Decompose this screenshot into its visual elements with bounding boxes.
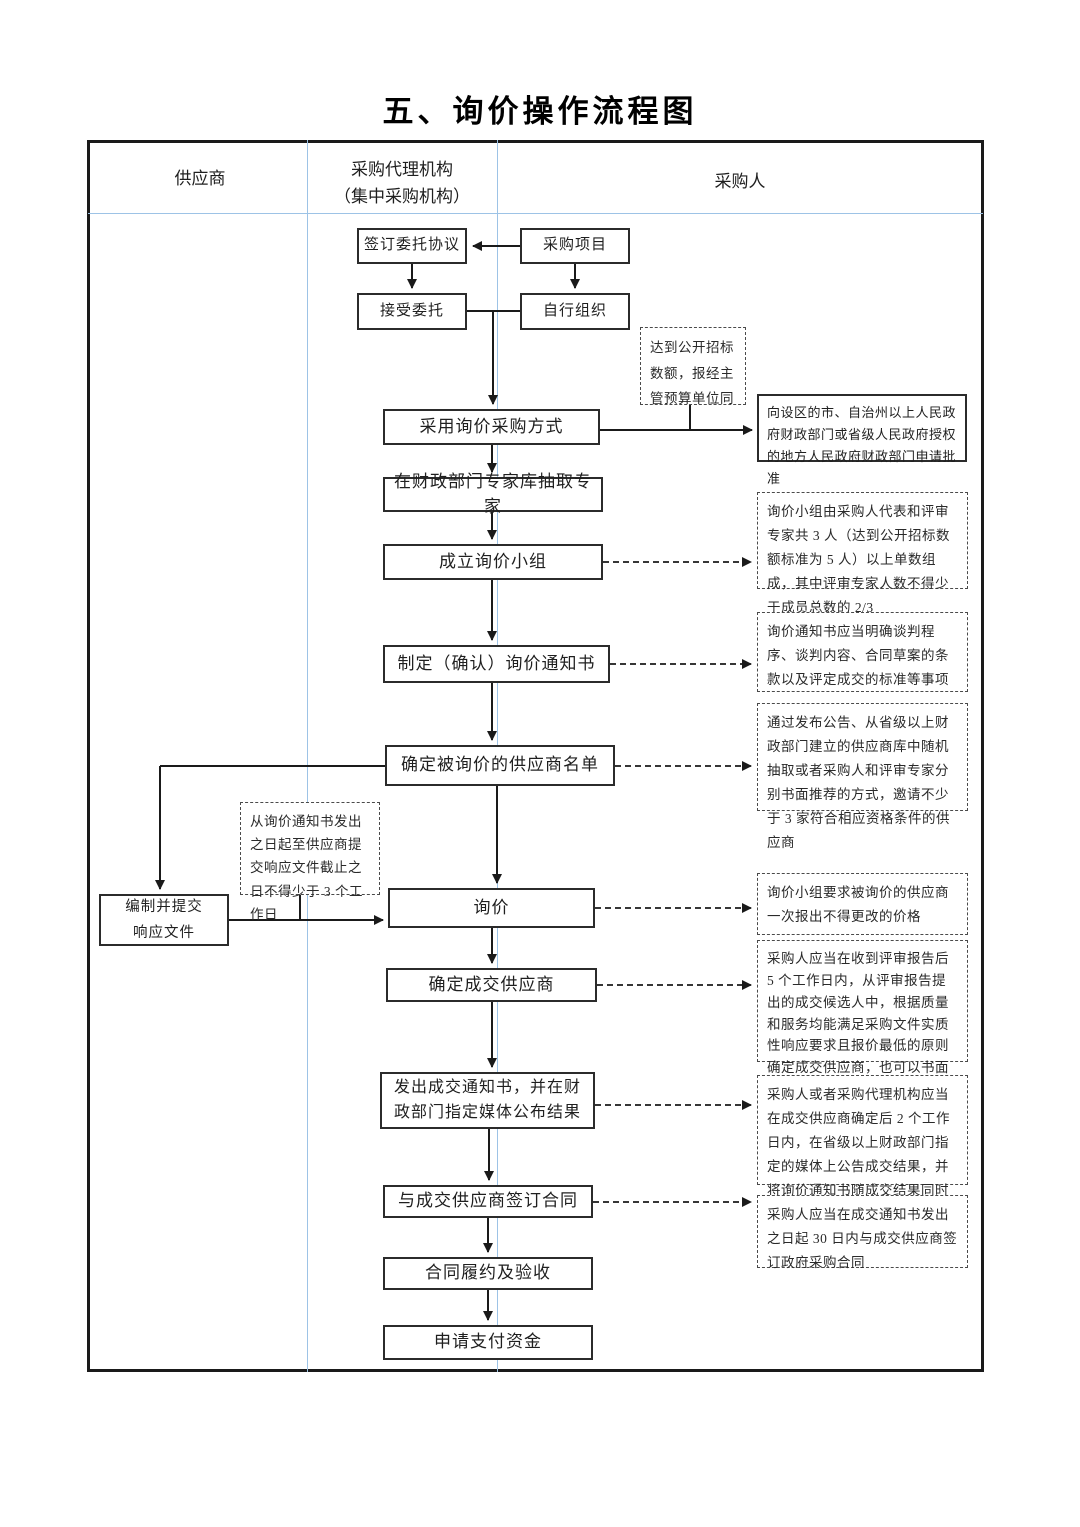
step-issue-deal-notice: 发出成交通知书，并在财政部门指定媒体公布结果 — [380, 1072, 595, 1129]
step-apply-payment: 申请支付资金 — [383, 1325, 593, 1360]
note-contract-rule: 采购人应当在成交通知书发出之日起 30 日内与成交供应商签订政府采购合同 — [757, 1195, 968, 1270]
lane-header-agency-line1: 采购代理机构 — [351, 160, 453, 179]
lane-header-purchaser: 采购人 — [714, 172, 766, 191]
note-group-composition: 询价小组由采购人代表和评审专家共 3 人（达到公开招标数额标准为 5 人）以上单… — [757, 492, 968, 615]
step-contract-acceptance: 合同履约及验收 — [383, 1257, 593, 1290]
header-divider — [88, 213, 983, 214]
lane-header-supplier: 供应商 — [174, 169, 226, 188]
chart-outer-frame — [87, 140, 984, 1372]
note-open-bid-threshold: 达到公开招标数额，报经主管预算单位同 — [640, 327, 746, 406]
step-adopt-inquiry-method: 采用询价采购方式 — [383, 409, 600, 445]
note-announce-rule: 采购人或者采购代理机构应当在成交供应商确定后 2 个工作日内，在省级以上财政部门… — [757, 1075, 968, 1222]
note-determine-rule: 采购人应当在收到评审报告后 5 个工作日内，从评审报告提出的成交候选人中，根据质… — [757, 940, 968, 1097]
step-prepare-response-line1: 编制并提交 — [125, 898, 203, 915]
page-title: 五、询价操作流程图 — [382, 94, 698, 129]
lane-header-agency: 采购代理机构 （集中采购机构） — [312, 156, 492, 210]
note-response-deadline: 从询价通知书发出之日起至供应商提交响应文件截止之日不得少于 3 个工作日 — [240, 802, 380, 922]
step-prepare-response-line2: 响应文件 — [133, 925, 195, 941]
note-one-quote-rule: 询价小组要求被询价的供应商一次报出不得更改的价格 — [757, 873, 968, 935]
step-confirm-deal-supplier: 确定成交供应商 — [386, 968, 597, 1002]
lane-header-agency-line2: （集中采购机构） — [334, 187, 470, 207]
step-prepare-response-file: 编制并提交 响应文件 — [99, 894, 229, 946]
step-confirm-supplier-list: 确定被询价的供应商名单 — [385, 745, 615, 786]
note-notice-content: 询价通知书应当明确谈判程序、谈判内容、合同草案的条款以及评定成交的标准等事项 — [757, 612, 968, 692]
step-procurement-project: 采购项目 — [520, 228, 630, 264]
lane-divider-left — [307, 140, 308, 1372]
step-approval-request: 向设区的市、自治州以上人民政府财政部门或省级人民政府授权的地方人民政府财政部门申… — [757, 394, 967, 486]
step-self-organize: 自行组织 — [520, 293, 630, 330]
step-form-inquiry-group: 成立询价小组 — [383, 544, 603, 580]
step-inquiry: 询价 — [388, 888, 595, 928]
step-extract-experts: 在财政部门专家库抽取专家 — [383, 472, 603, 516]
step-accept-entrust: 接受委托 — [357, 293, 467, 330]
step-sign-contract: 与成交供应商签订合同 — [383, 1185, 593, 1218]
step-sign-agreement: 签订委托协议 — [357, 228, 467, 264]
step-make-inquiry-notice: 制定（确认）询价通知书 — [383, 645, 610, 683]
note-supplier-selection: 通过发布公告、从省级以上财政部门建立的供应商库中随机抽取或者采购人和评审专家分别… — [757, 703, 968, 850]
